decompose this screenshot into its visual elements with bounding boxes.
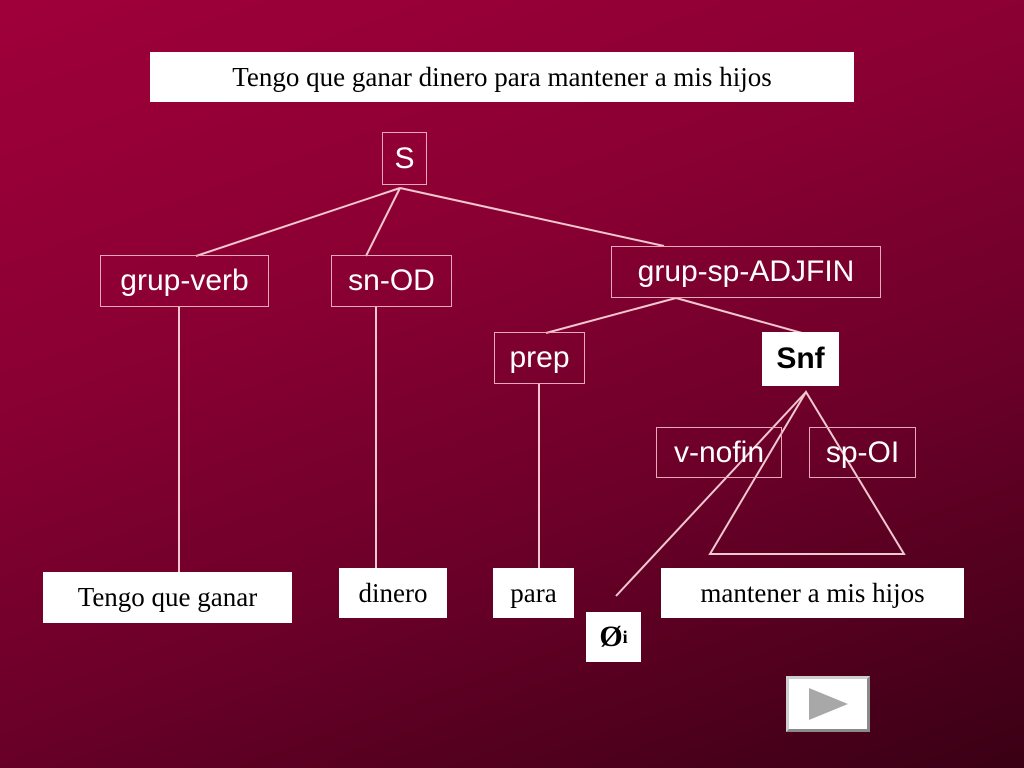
node-sn-od: sn-OD (331, 255, 452, 307)
node-prep: prep (494, 332, 585, 384)
edge-snf-null (615, 391, 807, 597)
edge-grup-sp-snf (675, 297, 803, 334)
node-snf: Snf (762, 332, 839, 386)
next-slide-button[interactable] (786, 676, 870, 732)
node-sp-oi: sp-OI (809, 427, 916, 478)
play-triangle-icon (809, 688, 848, 720)
null-symbol: Ø (599, 620, 623, 653)
node-grup-sp-adjfin: grup-sp-ADJFIN (611, 246, 881, 298)
leaf-tengo-que-ganar: Tengo que ganar (43, 572, 292, 623)
edge-grup-sp-prep (545, 297, 677, 334)
node-v-nofin: v-nofin (656, 427, 782, 478)
leaf-mantener-a-mis-hijos: mantener a mis hijos (661, 568, 964, 618)
node-grup-verb: grup-verb (100, 255, 269, 307)
node-s: S (382, 132, 427, 185)
null-index: i (622, 626, 628, 647)
edge-s-sn-od (365, 187, 401, 257)
leaf-para: para (493, 568, 574, 618)
sentence-title: Tengo que ganar dinero para mantener a m… (150, 52, 854, 102)
edge-s-grup-sp (399, 187, 665, 247)
edge-s-grup-verb (195, 187, 401, 257)
triangle-snf-vp (708, 390, 906, 555)
leaf-dinero: dinero (339, 568, 447, 618)
